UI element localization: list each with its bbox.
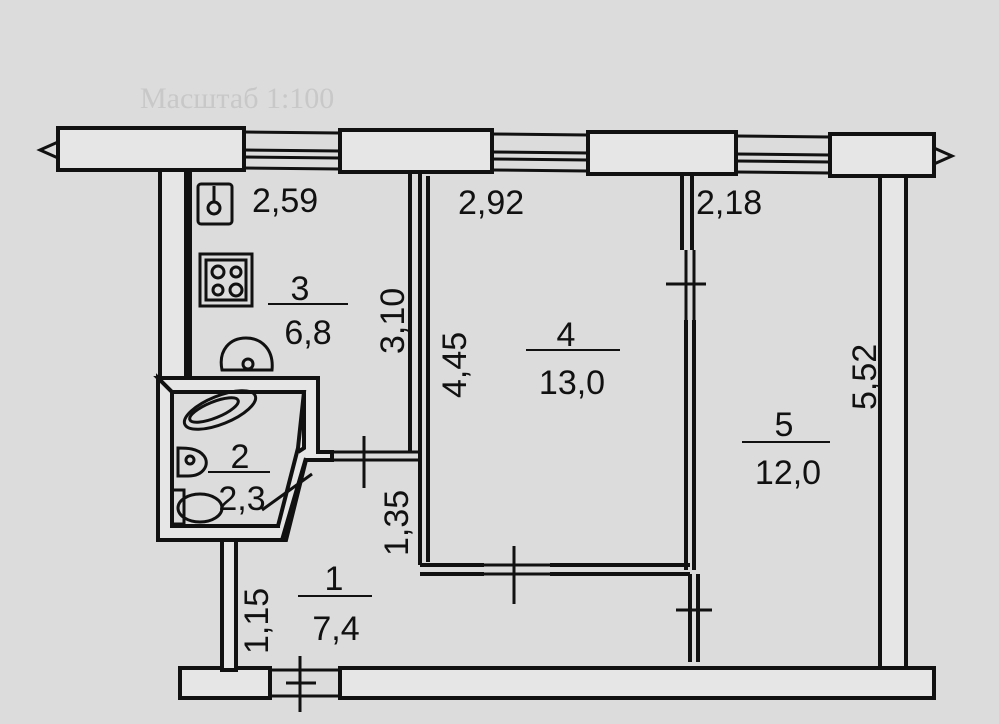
- sink-icon: [196, 182, 234, 226]
- dim-kitchen-width: 2,59: [252, 182, 318, 220]
- washbasin-icon: [219, 336, 274, 372]
- room-area: 6,8: [284, 314, 331, 352]
- room-5-label: 5 12,0: [742, 406, 830, 492]
- dim-room5-depth: 5,52: [846, 344, 884, 410]
- room4-door: [484, 546, 550, 604]
- kitchen-door: [332, 436, 422, 488]
- room-area: 7,4: [312, 610, 359, 648]
- room-area: 13,0: [539, 364, 605, 402]
- room4-walls: [420, 176, 700, 662]
- room-number: 2: [231, 438, 250, 476]
- wall-break-left: [36, 128, 60, 170]
- room-1-label: 1 7,4: [298, 560, 372, 648]
- scale-note: Масштаб 1:100: [140, 82, 334, 115]
- dim-entry-width: 1,15: [238, 588, 276, 654]
- dim-kitchen-depth: 3,10: [374, 288, 412, 354]
- dim-hall-depth: 1,35: [378, 490, 416, 556]
- room-number: 4: [557, 316, 576, 354]
- room-2-label: 2 2,3: [208, 438, 270, 518]
- top-wall: [56, 126, 936, 178]
- room4-room5-opening: [666, 250, 706, 320]
- entrance-door: [270, 656, 340, 712]
- room-3-label: 3 6,8: [268, 270, 348, 352]
- room-number: 5: [775, 406, 794, 444]
- room-number: 1: [325, 560, 344, 598]
- dim-room5-width: 2,18: [696, 184, 762, 222]
- dim-room4-depth: 4,45: [436, 332, 474, 398]
- stove-icon: [198, 252, 254, 308]
- bathroom-door: [261, 472, 313, 512]
- room-4-label: 4 13,0: [526, 316, 620, 402]
- kitchen-walls: [188, 172, 422, 565]
- bathtub-icon: [182, 389, 258, 431]
- room-area: 12,0: [755, 454, 821, 492]
- windows: [243, 130, 831, 175]
- room-area: 2,3: [218, 480, 265, 518]
- room-number: 3: [291, 270, 310, 308]
- window-kitchen: [243, 130, 341, 171]
- window-room4: [491, 132, 589, 173]
- outer-walls: [158, 168, 936, 700]
- window-room5: [735, 134, 831, 175]
- wall-break-right: [932, 134, 956, 176]
- toilet-icon: [170, 446, 224, 526]
- dim-room4-width: 2,92: [458, 184, 524, 222]
